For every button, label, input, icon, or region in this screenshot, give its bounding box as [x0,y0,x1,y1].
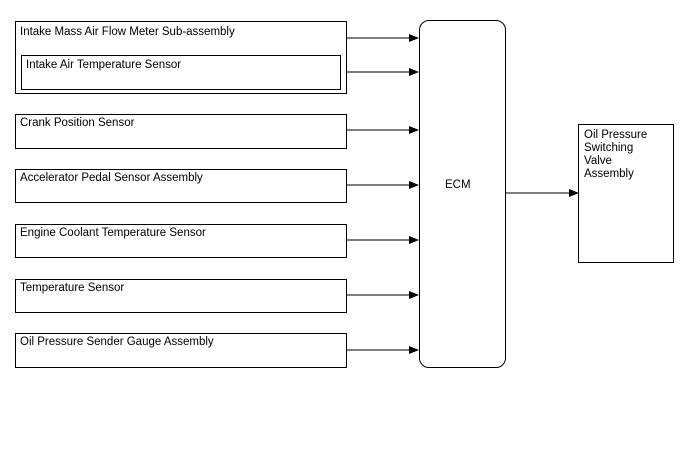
oil-valve-label: Oil Pressure Switching Valve Assembly [584,129,648,180]
iat-sensor-box: Intake Air Temperature Sensor [21,55,341,90]
oil-valve-box: Oil Pressure Switching Valve Assembly [578,124,674,263]
temp-sensor-box: Temperature Sensor [15,279,347,313]
ecm-label: ECM [445,179,471,191]
ecm-box: ECM [419,20,506,368]
temp-sensor-label: Temperature Sensor [20,282,125,294]
accel-sensor-label: Accelerator Pedal Sensor Assembly [20,172,203,184]
crank-sensor-label: Crank Position Sensor [20,117,135,129]
oil-sender-box: Oil Pressure Sender Gauge Assembly [15,333,347,368]
accel-sensor-box: Accelerator Pedal Sensor Assembly [15,169,347,203]
ect-sensor-box: Engine Coolant Temperature Sensor [15,224,347,258]
crank-sensor-box: Crank Position Sensor [15,114,347,149]
oil-sender-label: Oil Pressure Sender Gauge Assembly [20,336,214,348]
iat-sensor-label: Intake Air Temperature Sensor [26,59,182,71]
ect-sensor-label: Engine Coolant Temperature Sensor [20,227,206,239]
maf-sensor-label: Intake Mass Air Flow Meter Sub-assembly [20,26,235,38]
